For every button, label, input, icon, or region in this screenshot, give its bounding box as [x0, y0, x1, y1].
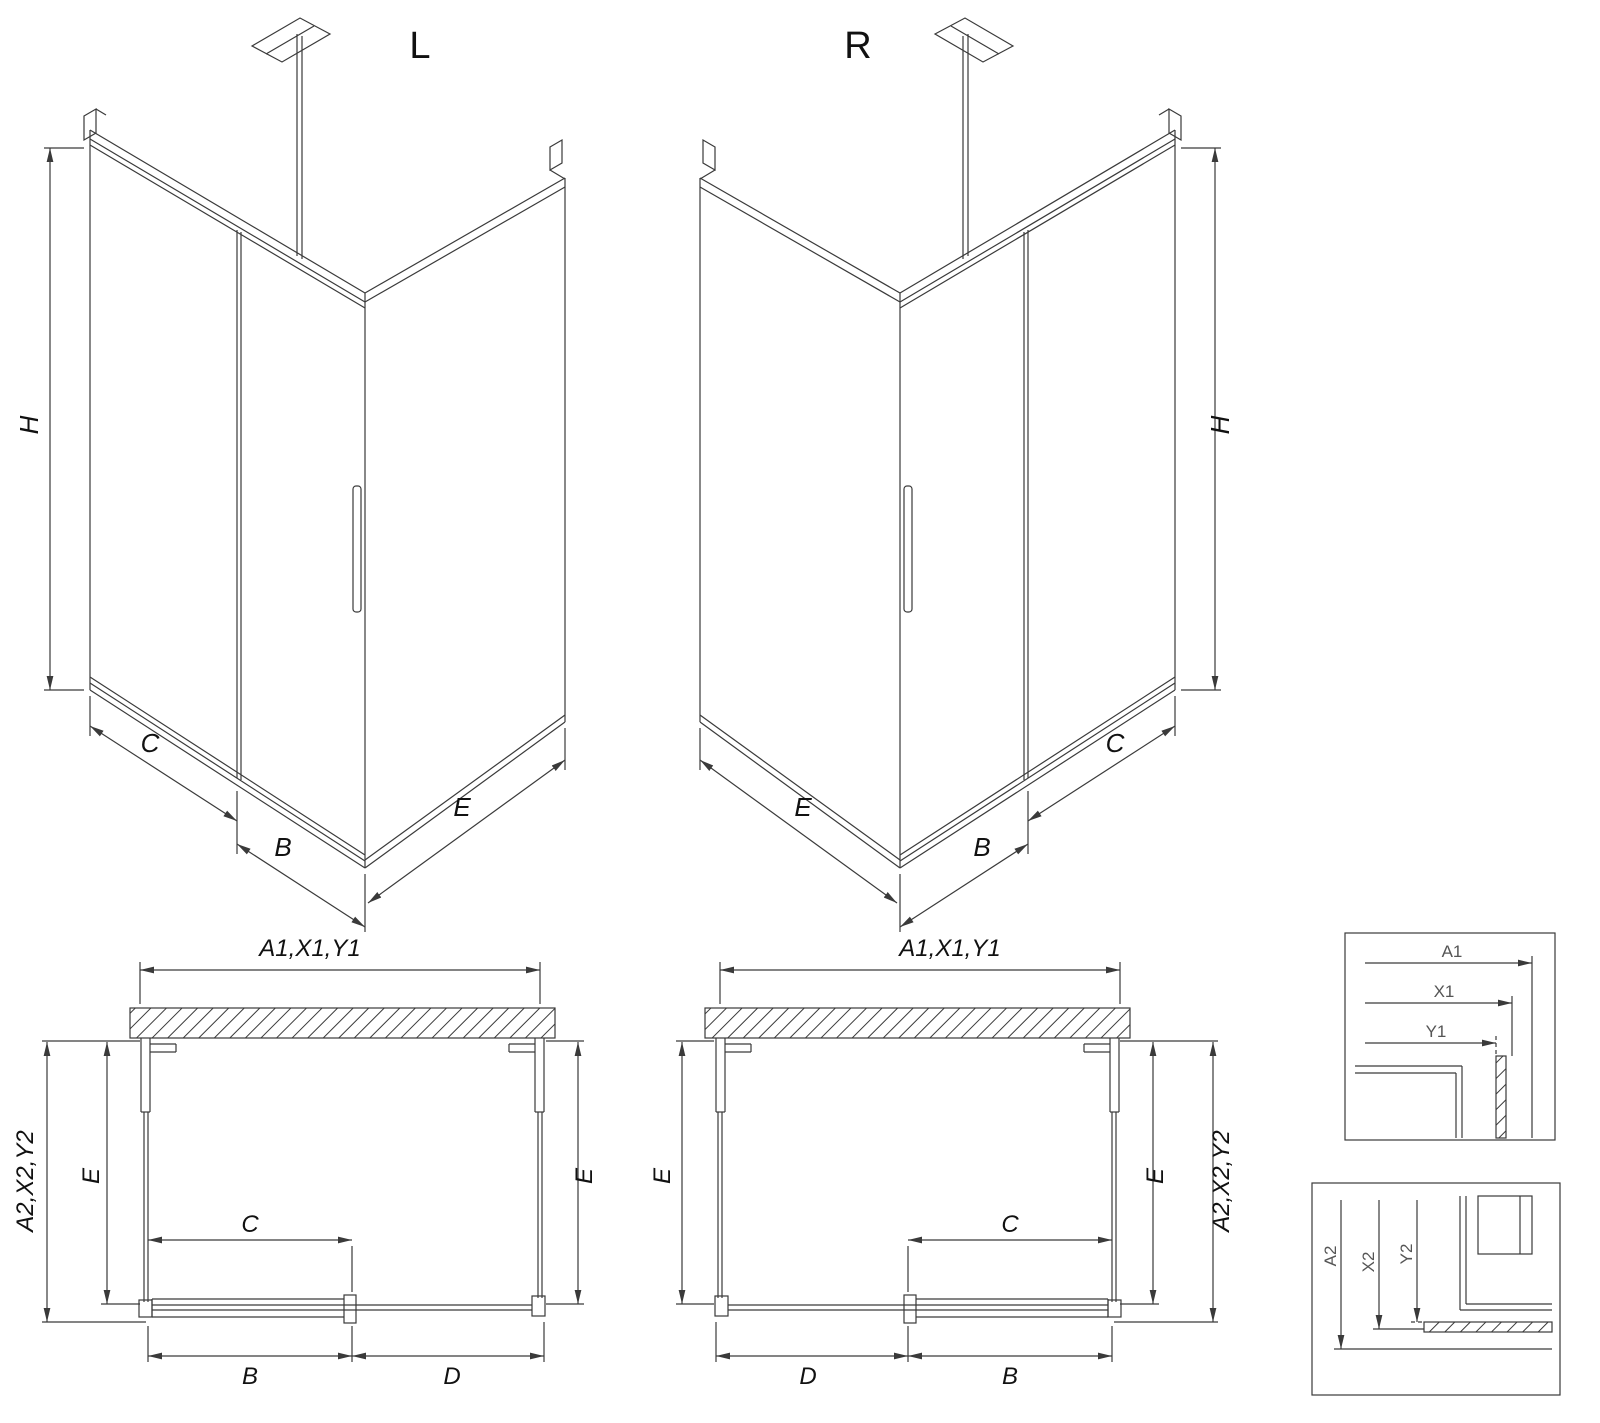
plan-left-view: A1,X1,Y1 A2,X2,Y2 E E C B D	[12, 935, 598, 1390]
detail-a1-label: A1	[1442, 942, 1463, 961]
dim-e-left: E	[453, 792, 471, 822]
wall-section-right	[704, 1007, 1131, 1039]
plan-right-depth-label: A2,X2,Y2	[1208, 1130, 1235, 1233]
plan-right-view: A1,X1,Y1 A2,X2,Y2 E E C B D	[649, 935, 1235, 1390]
detail-x2-label: X2	[1359, 1252, 1378, 1273]
wall-section-left	[129, 1007, 556, 1039]
detail-view-bottom: A2 X2 Y2	[1311, 1182, 1561, 1396]
detail-top-frame	[1344, 932, 1556, 1141]
detail-a2-label: A2	[1321, 1246, 1340, 1267]
plan-right-d-label: D	[799, 1363, 816, 1390]
plan-left-b-label: B	[242, 1363, 258, 1390]
plan-right-c-label: C	[1001, 1211, 1019, 1238]
dim-b-left: B	[274, 832, 291, 862]
detail-view-top: A1 X1 Y1	[1344, 932, 1556, 1141]
detail-y2-label: Y2	[1397, 1244, 1416, 1265]
plan-left-e1-label: E	[78, 1167, 105, 1184]
plan-left-d-label: D	[443, 1363, 460, 1390]
plan-left-width-label: A1,X1,Y1	[257, 935, 360, 962]
dim-h-right: H	[1205, 415, 1235, 434]
variant-right-label: R	[844, 25, 871, 67]
plan-right-b-label: B	[1002, 1363, 1018, 1390]
iso-right-view: R H C B E	[700, 18, 1235, 932]
plan-left-depth-label: A2,X2,Y2	[12, 1130, 39, 1233]
plan-left-c-label: C	[241, 1211, 259, 1238]
detail-y1-label: Y1	[1426, 1022, 1447, 1041]
dim-c-left: C	[141, 728, 160, 758]
variant-left-label: L	[409, 25, 430, 67]
plan-right-width-label: A1,X1,Y1	[897, 935, 1000, 962]
dim-e-right: E	[794, 792, 812, 822]
detail-bottom-frame	[1311, 1182, 1561, 1396]
plan-right-e2-label: E	[1142, 1167, 1169, 1184]
plan-right-e1-label: E	[649, 1167, 676, 1184]
plan-left-e2-label: E	[571, 1167, 598, 1184]
dim-c-right: C	[1106, 728, 1125, 758]
detail-x1-label: X1	[1434, 982, 1455, 1001]
iso-left-view: L H C B E	[14, 18, 565, 932]
dim-h-left: H	[14, 415, 44, 434]
dim-b-right: B	[973, 832, 990, 862]
